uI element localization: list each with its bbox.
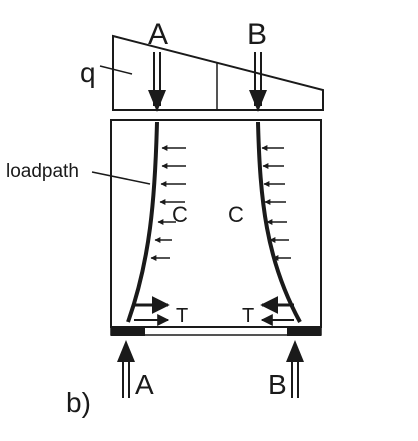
reaction-arrow-a (117, 340, 135, 398)
tension-label-left: T (176, 305, 188, 327)
base-strip (110, 326, 322, 336)
compression-arrows-left (150, 145, 186, 261)
panel-label: b) (66, 387, 91, 418)
support-a-top-label: A (148, 18, 168, 51)
support-a-bottom-label: A (135, 369, 154, 400)
tension-arrows-left (134, 296, 170, 326)
loadpath-leader (91, 171, 151, 185)
reaction-arrow-b (286, 340, 304, 398)
loadpath-left (126, 121, 159, 323)
load-arrow-b (249, 52, 267, 112)
loadpath-right (256, 121, 302, 323)
tension-label-right: T (242, 305, 254, 327)
load-arrow-a (148, 52, 166, 112)
tension-arrows-right (260, 296, 294, 326)
support-b-bottom-label: B (268, 369, 287, 400)
compression-arrows-right (261, 145, 291, 261)
compression-label-left: C (172, 202, 188, 227)
distributed-load-block (112, 34, 324, 111)
load-label: q (80, 57, 96, 88)
load-label-leader (99, 65, 133, 75)
compression-label-right: C (228, 202, 244, 227)
loadpath-label: loadpath (6, 161, 79, 182)
support-b-top-label: B (247, 18, 267, 51)
